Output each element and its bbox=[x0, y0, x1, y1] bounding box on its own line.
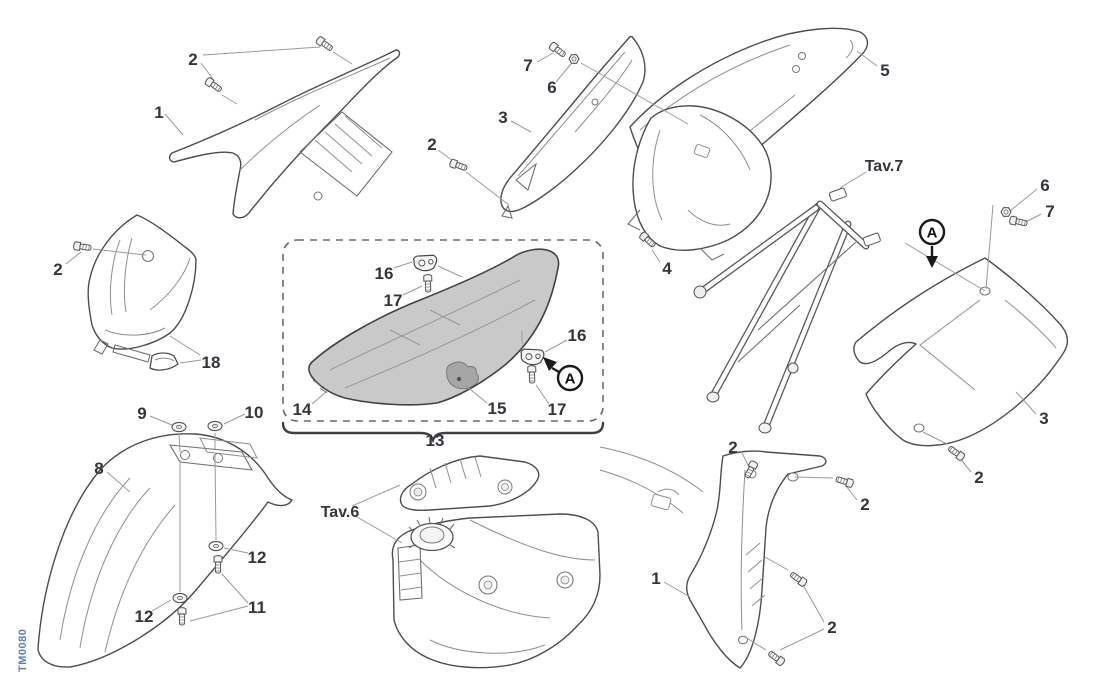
airbox-inner-fender bbox=[627, 105, 772, 261]
screw-part-2-cover-bottom bbox=[766, 649, 787, 667]
callout-screw-17-left: 17 bbox=[384, 291, 403, 310]
plate-pad-part-18 bbox=[149, 352, 179, 371]
frame-sketch bbox=[599, 446, 704, 514]
dashed-detail-box bbox=[282, 239, 604, 422]
callout-mid-nut-6: 6 bbox=[547, 78, 556, 97]
callout-shroud: 1 bbox=[154, 103, 163, 122]
seat-bracket-part-16-right bbox=[519, 346, 546, 367]
callout-washer-9: 9 bbox=[137, 404, 146, 423]
seat-bracket-part-16-left bbox=[411, 251, 440, 274]
detail-marker-a-seat: A bbox=[543, 357, 584, 392]
callout-right-screw-2: 2 bbox=[974, 468, 983, 487]
callout-washer-12-left: 12 bbox=[135, 607, 154, 626]
reference-tav7: Tav.7 bbox=[865, 158, 904, 175]
washer-part-12-left bbox=[172, 592, 188, 604]
callout-bracket-16-right: 16 bbox=[568, 326, 587, 345]
rear-side-cover bbox=[686, 450, 827, 669]
callout-mid-screw-2: 2 bbox=[427, 135, 436, 154]
washer-part-12-right bbox=[208, 540, 224, 552]
callout-right-panel-3: 3 bbox=[1039, 409, 1048, 428]
detail-marker-a-seat-letter: A bbox=[565, 371, 576, 388]
callout-rear-fender-5: 5 bbox=[880, 61, 889, 80]
screw-part-2-mid bbox=[448, 158, 469, 173]
seat-patch-part-15 bbox=[446, 361, 479, 390]
fuel-cap bbox=[408, 516, 456, 552]
seat-assembly-box bbox=[281, 239, 605, 444]
callout-cover-screws-2-bottom: 2 bbox=[827, 618, 836, 637]
mid-side-panel bbox=[500, 35, 646, 219]
screw-part-11-left bbox=[177, 607, 187, 626]
callout-seat-front-14: 14 bbox=[293, 400, 312, 419]
number-plate-details bbox=[93, 237, 191, 363]
callout-seat-patch-15: 15 bbox=[488, 399, 507, 418]
callout-shroud-screws: 2 bbox=[188, 50, 197, 69]
radiator-shroud bbox=[168, 49, 401, 219]
callout-right-screw-7: 7 bbox=[1045, 202, 1054, 221]
seat bbox=[308, 248, 560, 406]
callout-front-fender-8: 8 bbox=[94, 459, 103, 478]
washer-part-9 bbox=[171, 421, 187, 433]
screw-part-7-right bbox=[1008, 215, 1029, 228]
arrow-down-icon bbox=[926, 256, 938, 268]
detail-marker-a-right-letter: A bbox=[927, 225, 938, 242]
nut-part-6-mid bbox=[568, 54, 580, 64]
callout-screws-11: 11 bbox=[248, 598, 266, 617]
callout-mid-screw-7: 7 bbox=[523, 56, 532, 75]
callout-plate-screw-2: 2 bbox=[53, 260, 62, 279]
screw-part-2-cover-right bbox=[834, 474, 855, 489]
screw-part-2-right-panel bbox=[946, 444, 967, 462]
nut-part-6-right bbox=[1000, 207, 1012, 217]
screw-part-11-right bbox=[213, 555, 223, 574]
callout-washer-12-right: 12 bbox=[248, 548, 267, 567]
right-side-panel bbox=[853, 257, 1069, 447]
screw-part-2-cover-mid bbox=[788, 570, 809, 588]
front-fender bbox=[37, 433, 293, 668]
screw-part-7-mid bbox=[547, 40, 568, 59]
callout-cover-screw-2-top: 2 bbox=[728, 438, 737, 457]
screw-part-2-shroud-left bbox=[203, 76, 224, 94]
callout-bolt-4: 4 bbox=[662, 259, 672, 278]
screw-part-2-plate bbox=[72, 241, 92, 253]
callout-screw-17-right: 17 bbox=[548, 400, 567, 419]
fuel-tank-cover bbox=[399, 455, 540, 512]
callout-cover-screw-2-right: 2 bbox=[860, 495, 869, 514]
callout-mid-panel-3: 3 bbox=[498, 108, 507, 127]
seat-screw-part-17-left bbox=[423, 274, 433, 293]
callout-bracket-16-left: 16 bbox=[375, 264, 394, 283]
washer-part-10 bbox=[207, 420, 223, 432]
callout-labels: 2 1 7 6 3 2 5 Tav.7 6 7 2 18 16 17 16 17… bbox=[53, 50, 1054, 637]
drawing-code: TM0080 bbox=[17, 629, 29, 672]
fuel-tank bbox=[391, 513, 601, 669]
radiator-shroud-details bbox=[239, 57, 393, 201]
callout-plate-pad-18: 18 bbox=[202, 353, 221, 372]
subframe-tav7 bbox=[693, 187, 881, 434]
detail-marker-a-right: A bbox=[918, 218, 946, 268]
assembly-brace bbox=[281, 421, 605, 444]
callout-right-nut-6: 6 bbox=[1040, 176, 1049, 195]
callout-seat-assembly-13: 13 bbox=[426, 431, 445, 450]
number-plate bbox=[87, 214, 197, 371]
reference-tav6: Tav.6 bbox=[321, 504, 360, 521]
callout-rear-cover-1: 1 bbox=[651, 569, 660, 588]
screw-part-2-shroud-top bbox=[314, 35, 335, 53]
seat-screw-part-17-right bbox=[527, 365, 537, 384]
callout-washer-10: 10 bbox=[245, 403, 264, 422]
arrow-left-icon bbox=[543, 357, 557, 371]
